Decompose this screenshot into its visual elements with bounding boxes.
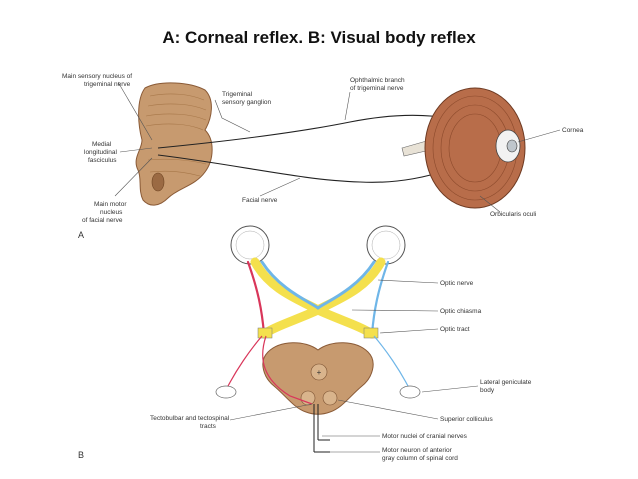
panel-a: Main sensory nucleus of trigeminal nerve…: [62, 73, 584, 240]
label-optic-nerve: Optic nerve: [440, 280, 474, 287]
spinal-canal-a: [151, 172, 165, 192]
right-optic-tract-cut: [363, 327, 379, 339]
left-lateral-geniculate: [215, 385, 237, 399]
left-eye: [230, 225, 270, 265]
label-ophthalmic-1: Ophthalmic branch: [350, 77, 405, 84]
label-optic-chiasma: Optic chiasma: [440, 308, 482, 315]
orbicularis-oculi-muscle: [424, 87, 526, 209]
label-main-sensory-2: trigeminal nerve: [84, 81, 131, 88]
label-motor-3: of facial nerve: [82, 217, 123, 224]
label-motor-1: Main motor: [94, 201, 127, 208]
label-motor-neuron-2: gray column of spinal cord: [382, 455, 458, 462]
label-main-sensory-1: Main sensory nucleus of: [62, 73, 132, 80]
label-orbicularis: Orbicularis oculi: [490, 211, 536, 218]
label-lgb-1: Lateral geniculate: [480, 379, 532, 386]
eye-orbit: [401, 87, 526, 209]
right-eye: [366, 225, 406, 265]
svg-text:+: +: [317, 368, 322, 377]
label-cornea: Cornea: [562, 127, 584, 134]
cornea: [506, 139, 518, 153]
geniculate-pathways: [225, 335, 411, 405]
label-ganglion-2: sensory ganglion: [222, 99, 272, 106]
label-mlf-2: longitudinal: [84, 149, 117, 156]
label-mlf-3: fasciculus: [88, 157, 117, 164]
brainstem-a-striation: [145, 93, 207, 177]
label-ganglion-1: Trigeminal: [222, 91, 253, 98]
label-facial: Facial nerve: [242, 197, 278, 204]
descending-tracts: [313, 404, 330, 453]
panel-b-letter: B: [78, 450, 84, 460]
label-tecto-1: Tectobulbar and tectospinal: [150, 415, 230, 422]
label-mlf-1: Medial: [92, 141, 112, 148]
label-motor-neuron-1: Motor neuron of anterior: [382, 447, 453, 454]
label-ophthalmic-2: of trigeminal nerve: [350, 85, 404, 92]
panel-b: + Optic nerve Optic chi: [78, 225, 532, 462]
label-motor-nuclei: Motor nuclei of cranial nerves: [382, 433, 468, 440]
panel-a-letter: A: [78, 230, 84, 240]
slide-title: A: Corneal reflex. B: Visual body reflex: [162, 28, 476, 47]
label-superior-colliculus: Superior colliculus: [440, 416, 493, 423]
optic-pathways: [246, 257, 390, 339]
label-motor-2: nucleus: [100, 209, 123, 216]
label-optic-tract: Optic tract: [440, 326, 470, 333]
superior-colliculus-right: [322, 390, 338, 406]
label-lgb-2: body: [480, 387, 495, 394]
right-lateral-geniculate: [399, 385, 421, 399]
facial-pathway: [157, 154, 456, 183]
left-optic-tract-cut: [257, 327, 273, 339]
label-tecto-2: tracts: [200, 423, 217, 430]
